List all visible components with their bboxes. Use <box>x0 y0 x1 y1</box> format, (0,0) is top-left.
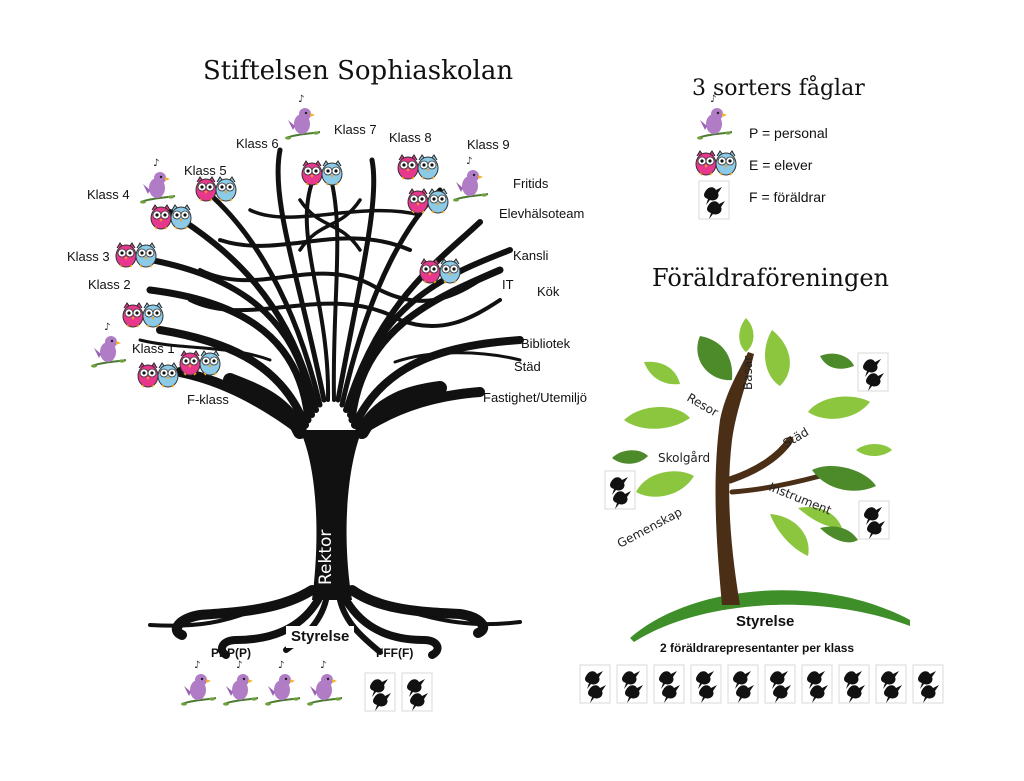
branch-label-klass7: Klass 7 <box>334 122 377 137</box>
owls-klass1 <box>179 350 221 376</box>
branch-label-klass5: Klass 5 <box>184 163 227 178</box>
leaf-label-resor: Resor <box>685 390 721 419</box>
leaf-label-basar: Basar <box>741 356 755 390</box>
owls-fklass <box>137 362 179 388</box>
fff-birds-row <box>364 672 433 712</box>
branch-label-stad: Städ <box>514 359 541 374</box>
owls-klass9 <box>407 188 449 214</box>
root-label-ppp: PPP(P) <box>211 646 252 660</box>
owls-klass7 <box>301 160 343 186</box>
owls-klass4 <box>150 204 192 230</box>
tree-trunk <box>300 430 362 600</box>
owls-klass3 <box>115 242 157 268</box>
right-tree-birds-top <box>857 352 889 392</box>
branch-label-fklass: F-klass <box>187 392 229 407</box>
parent-representatives-row <box>579 664 944 704</box>
branch-label-kok: Kök <box>537 284 560 299</box>
ppp-birds-row <box>180 659 343 707</box>
right-tree-birds-right <box>858 500 890 540</box>
legend-black-birds-icon <box>698 180 730 220</box>
root-label-styrelse: Styrelse <box>291 628 350 645</box>
family-tree-right <box>604 318 910 642</box>
bird-klass7 <box>284 93 321 141</box>
owls-klass8 <box>397 154 439 180</box>
right-tree-title: Föräldraföreningen <box>652 264 890 292</box>
branch-label-it: IT <box>502 277 514 292</box>
legend-item-personal: P = personal <box>749 125 828 141</box>
leaf-label-gemenskap: Gemenskap <box>615 505 685 551</box>
branch-label-klass3: Klass 3 <box>67 249 110 264</box>
right-tree-birds-left <box>604 470 636 510</box>
legend-item-foraldrar: F = föräldrar <box>749 189 826 205</box>
legend-item-elever: E = elever <box>749 157 813 173</box>
leaf-label-instrument: Instrument <box>767 480 834 518</box>
leaves <box>612 318 892 556</box>
left-tree-title: Stiftelsen Sophiaskolan <box>203 56 514 86</box>
right-tree-trunk <box>715 352 754 605</box>
right-tree-base-label: Styrelse <box>736 613 795 630</box>
bird-klass4 <box>139 157 176 205</box>
branch-label-klass9: Klass 9 <box>467 137 510 152</box>
owls-klass2 <box>122 302 164 328</box>
root-label-fff: FFF(F) <box>376 646 414 660</box>
branch-label-fastighet: Fastighet/Utemiljö <box>483 390 588 405</box>
branch-label-bibliotek: Bibliotek <box>521 336 571 351</box>
branch-label-klass4: Klass 4 <box>87 187 130 202</box>
branch-label-klass1: Klass 1 <box>132 341 175 356</box>
right-tree-caption: 2 föräldrarepresentanter per klass <box>660 641 855 655</box>
branch-label-klass6: Klass 6 <box>236 136 279 151</box>
branch-label-kansli: Kansli <box>513 248 549 263</box>
trunk-label-rektor: Rektor <box>316 530 336 585</box>
branch-label-klass8: Klass 8 <box>389 130 432 145</box>
family-tree-left <box>137 147 524 659</box>
branch-label-klass2: Klass 2 <box>88 277 131 292</box>
leaf-label-stad: Städ <box>781 425 812 451</box>
branch-label-fritids: Fritids <box>513 176 549 191</box>
bird-fritids <box>452 155 489 203</box>
legend-owl-pair-icon <box>695 150 737 176</box>
leaf-label-skolgard: Skolgård <box>658 451 710 465</box>
ground-hill <box>630 590 910 642</box>
branch-label-elevhalsoteam: Elevhälsoteam <box>499 206 585 221</box>
bird-klass1 <box>90 321 127 369</box>
legend-title: 3 sorters fåglar <box>692 76 865 101</box>
root-label-box <box>286 626 354 648</box>
